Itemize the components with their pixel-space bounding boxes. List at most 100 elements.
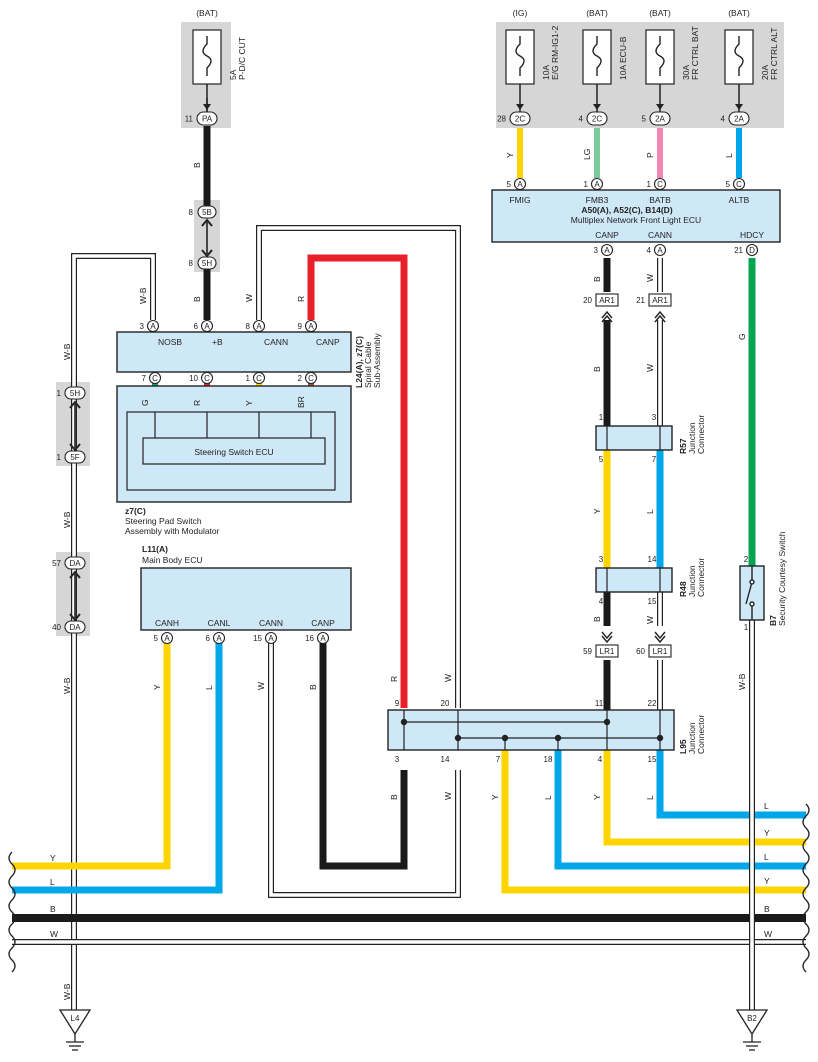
steering-pad-name: Steering Pad Switch: [125, 516, 202, 526]
r57-code: R57: [678, 438, 688, 454]
l95-pin-15: 15: [648, 755, 657, 764]
wire-label-l-l95-15: L: [645, 795, 655, 800]
wire-r-canp: [307, 254, 408, 708]
fuse-source-ig: (IG): [513, 8, 528, 18]
spiral-cable-title: L24(A), z7(C): [354, 336, 364, 388]
front-term-fmb3: FMB3: [586, 195, 609, 205]
svg-text:21: 21: [636, 296, 645, 305]
spiral-term-plusb: +B: [212, 337, 223, 347]
front-term-batb: BATB: [649, 195, 671, 205]
l95-pin-20: 20: [441, 699, 450, 708]
svg-text:10: 10: [189, 374, 198, 383]
wire-label-g-hdcy: G: [737, 333, 747, 340]
wire-label-y-l95-7: Y: [490, 794, 500, 800]
bus-label-b-right: B: [764, 904, 770, 914]
wire-label-b-ecu-canp: B: [592, 276, 602, 282]
r48-pin-4: 4: [599, 597, 604, 606]
svg-text:A: A: [594, 180, 600, 189]
connector-2c-ig: 2C 28: [497, 111, 531, 126]
svg-text:AR1: AR1: [652, 296, 668, 305]
svg-text:A: A: [320, 634, 326, 643]
bus-label-l-right-2: L: [764, 852, 769, 862]
main-term-canp: CANP: [311, 618, 335, 628]
l95-code: L95: [678, 739, 688, 754]
l95-name: Junction: [687, 722, 697, 754]
wire-label-b-plusb: B: [192, 296, 202, 302]
connector-ar1-20: AR1 20: [583, 293, 619, 323]
wire-label-wb-2: W-B: [62, 511, 72, 528]
r48-name: Junction: [687, 565, 697, 597]
wire-label-w-l95: W: [443, 674, 453, 682]
svg-text:3: 3: [594, 246, 599, 255]
svg-text:2C: 2C: [592, 115, 602, 124]
fuse-source-pdc: (BAT): [196, 8, 218, 18]
wire-label-l-canl: L: [204, 685, 214, 690]
svg-text:59: 59: [583, 647, 592, 656]
security-switch-pin-2: 2: [744, 555, 749, 564]
wire-label-br: BR: [296, 396, 306, 408]
security-switch-symbol: [745, 566, 755, 620]
wire-label-g: G: [140, 399, 150, 406]
r48-pin-15: 15: [648, 597, 657, 606]
front-light-ecu-name: Multiplex Network Front Light ECU: [571, 215, 701, 225]
spiral-term-nosb: NOSB: [158, 337, 182, 347]
svg-text:A: A: [204, 322, 210, 331]
spiral-cable-name: Spiral Cable: [363, 341, 373, 388]
wire-label-wb-3: W-B: [62, 677, 72, 694]
l95-pin-9: 9: [395, 699, 400, 708]
r57-pin-3: 3: [652, 413, 657, 422]
l95-pin-4: 4: [598, 755, 603, 764]
fuse-fr-ctrl-bat: [645, 29, 675, 85]
spiral-bottom-terminals: C 7 C 10 C 1 C 2: [142, 371, 318, 385]
front-term-altb: ALTB: [729, 195, 750, 205]
wire-label-lg: LG: [582, 149, 592, 160]
spiral-term-canp: CANP: [316, 337, 340, 347]
svg-text:60: 60: [636, 647, 645, 656]
steering-pad-title: z7(C): [125, 506, 146, 516]
svg-text:57: 57: [52, 559, 61, 568]
wire-label-wb-nosb: W-B: [138, 287, 148, 304]
connector-5f: 5F 1: [57, 450, 86, 464]
connector-40-da: DA 40: [52, 620, 86, 634]
wire-label-b-canp-body: B: [308, 684, 318, 690]
l95-name2: Connector: [696, 715, 706, 754]
wire-label-w-l95-14: W: [443, 792, 453, 800]
wire-label-b-ar1: B: [592, 366, 602, 372]
svg-text:11: 11: [185, 115, 194, 124]
fuse-name-alt: FR CTRL ALT: [769, 28, 779, 80]
wire-label-y-canh: Y: [152, 684, 162, 690]
bus-label-w-right: W: [764, 929, 772, 939]
svg-text:8: 8: [189, 208, 194, 217]
wire-b-canp-body: [319, 640, 408, 870]
connector-ar1-21: AR1 21: [636, 293, 672, 323]
wire-label-b-l95-3: B: [389, 794, 399, 800]
wire-label-b-pa: B: [192, 162, 202, 168]
svg-text:LR1: LR1: [653, 647, 668, 656]
wire-label-w-r48: W: [645, 616, 655, 624]
svg-text:9: 9: [298, 322, 303, 331]
bus-label-y-right-2: Y: [764, 876, 770, 886]
l95-junction-box: [387, 709, 675, 751]
wire-label-y-l95-4: Y: [592, 794, 602, 800]
front-ecu-bottom-terminals: A 3 A 4 D 21: [594, 243, 759, 257]
fuse-name-pdc: P-D/C CUT: [237, 37, 247, 80]
spiral-cable-name2: Sub-Assembly: [372, 332, 382, 388]
svg-text:5H: 5H: [70, 389, 80, 398]
svg-text:2A: 2A: [655, 115, 665, 124]
svg-text:C: C: [657, 180, 663, 189]
r57-pin-5: 5: [599, 455, 604, 464]
main-term-canl: CANL: [208, 618, 231, 628]
steering-switch-ecu-label: Steering Switch ECU: [194, 447, 273, 457]
svg-text:7: 7: [142, 374, 147, 383]
svg-text:C: C: [152, 374, 158, 383]
svg-text:1: 1: [57, 389, 62, 398]
r48-name2: Connector: [696, 558, 706, 597]
wire-label-b-r48: B: [592, 616, 602, 622]
wire-l-l95-18: [554, 750, 806, 870]
connector-2c-ecub: 2C 4: [579, 111, 608, 126]
svg-text:A: A: [604, 246, 610, 255]
svg-text:1: 1: [647, 180, 652, 189]
bus-break-left: [8, 851, 16, 973]
svg-text:1: 1: [246, 374, 251, 383]
bus-label-y-left: Y: [50, 853, 56, 863]
